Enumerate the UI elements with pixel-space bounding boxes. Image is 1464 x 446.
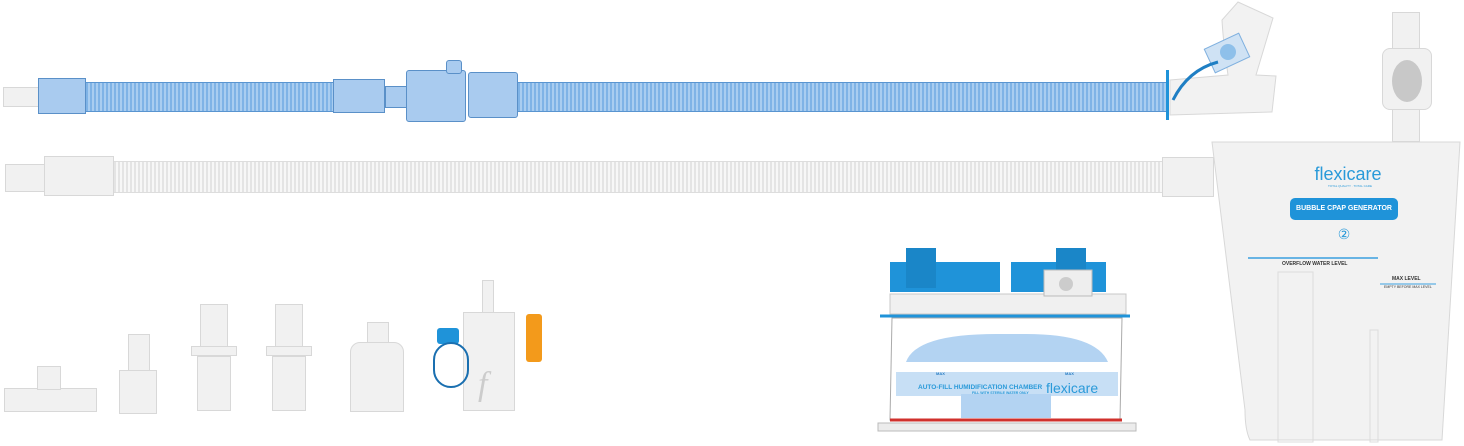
- max-level-sublabel: EMPTY BEFORE MAX LEVEL: [1384, 285, 1432, 289]
- water-trap-cap: [446, 60, 462, 74]
- pressure-valve-logo: f: [478, 366, 488, 403]
- humidification-chamber: [877, 248, 1137, 432]
- bottle-adapter-body: [350, 342, 404, 412]
- single-use-symbol: ②: [1337, 226, 1351, 242]
- connector-2-bottom: [197, 356, 231, 411]
- blue-cuff-right: [468, 72, 518, 118]
- expiratory-end-cuff: [1162, 157, 1214, 197]
- max-mark-right: MAX: [1065, 371, 1074, 376]
- adapter-1-body: [119, 370, 157, 414]
- chamber-brand-logo: flexicare: [1046, 380, 1099, 396]
- nasal-interface: [1169, 1, 1277, 116]
- chamber-title: AUTO-FILL HUMIDIFICATION CHAMBER: [918, 384, 1043, 391]
- tube-end-ring: [1166, 70, 1169, 120]
- adapter-1-top: [128, 334, 150, 372]
- t-piece-base: [4, 388, 97, 412]
- connector-3-flange: [266, 346, 312, 356]
- generator-title-badge: BUBBLE CPAP GENERATOR: [1290, 198, 1398, 220]
- blue-cuff-left: [38, 78, 86, 114]
- orange-valve-cap: [526, 314, 542, 362]
- blue-cuff-mid: [333, 79, 385, 113]
- overflow-label: OVERFLOW WATER LEVEL: [1282, 261, 1348, 267]
- blue-tether-cap: [437, 328, 459, 344]
- chamber-subtitle: FILL WITH STERILE WATER ONLY: [972, 391, 1029, 395]
- connector-3-bottom: [272, 356, 306, 411]
- pressure-valve-stem: [482, 280, 494, 316]
- max-mark-left: MAX: [936, 371, 945, 376]
- tether-loop: [433, 342, 469, 388]
- pressure-valve-body: [463, 312, 515, 411]
- expiratory-tube: [114, 161, 1164, 193]
- water-trap-body: [406, 70, 466, 122]
- expiratory-cuff: [44, 156, 114, 196]
- inspiratory-tube-segment-2: [518, 82, 1168, 112]
- inlet-connector: [3, 87, 39, 107]
- max-level-label: MAX LEVEL: [1392, 276, 1421, 282]
- generator-bottle: [1211, 141, 1461, 443]
- inspiratory-tube-segment-1: [86, 82, 334, 112]
- temperature-probe-port: [385, 86, 407, 108]
- connector-2-flange: [191, 346, 237, 356]
- t-piece-stem: [37, 366, 61, 390]
- expiratory-connector: [5, 164, 45, 192]
- connector-3-top: [275, 304, 303, 348]
- generator-tagline: TOTAL QUALITY · TOTAL CARE: [1328, 184, 1372, 188]
- generator-brand-logo: flexicare: [1314, 164, 1382, 184]
- bottle-adapter-top: [367, 322, 389, 344]
- clip-window: [1392, 60, 1422, 102]
- connector-2-top: [200, 304, 228, 348]
